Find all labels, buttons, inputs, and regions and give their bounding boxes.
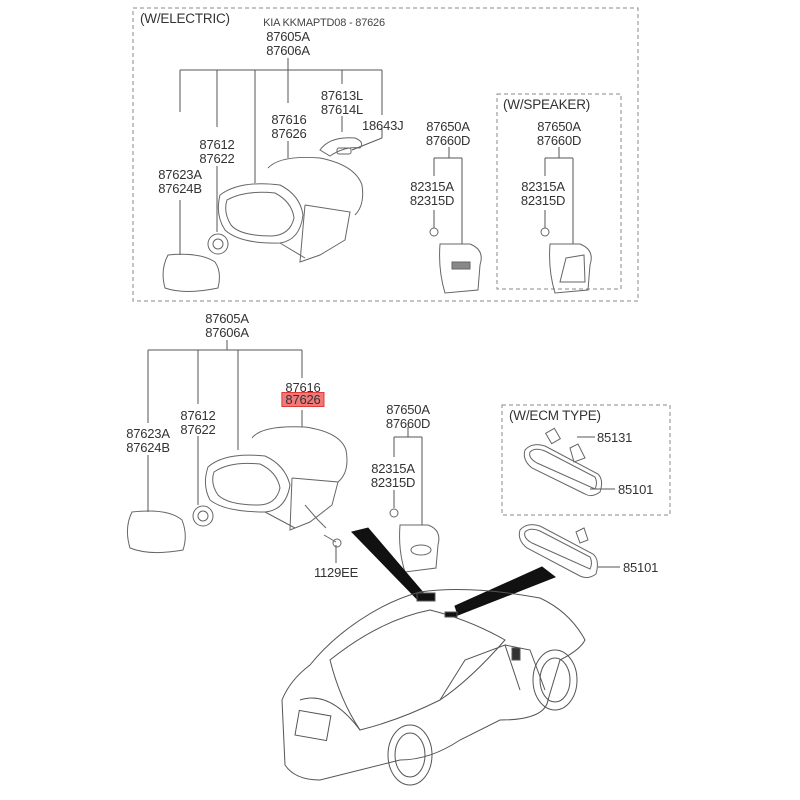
bottom-actuator-label-1[interactable]: 87612	[180, 408, 216, 423]
speaker-garnish-label-2[interactable]: 87660D	[536, 133, 582, 148]
speaker-group-box	[496, 93, 622, 290]
top-garnish-label-1[interactable]: 87650A	[426, 119, 470, 134]
top-actuator-label-2[interactable]: 87622	[199, 151, 235, 166]
speaker-garnish-label-1[interactable]: 87650A	[537, 119, 581, 134]
bottom-cover-label-highlighted[interactable]: 87626	[281, 392, 325, 407]
bottom-garnish-label-2[interactable]: 87660D	[385, 416, 431, 431]
pointer-band-left	[351, 527, 427, 601]
speaker-group-title: (W/SPEAKER)	[503, 97, 591, 112]
inside-mirror	[518, 524, 598, 579]
ecm-connector-label[interactable]: 85131	[597, 430, 633, 445]
top-leader-lines	[179, 58, 574, 255]
top-garnish	[439, 243, 482, 294]
top-bulb	[336, 147, 352, 155]
electric-group-box	[132, 7, 639, 302]
bottom-leader-lines	[147, 340, 620, 568]
top-mirror-glass	[162, 253, 220, 292]
top-clip-label-2[interactable]: 82315D	[409, 193, 455, 208]
bottom-actuator	[192, 505, 214, 527]
bottom-cover-label-1[interactable]: 87616	[285, 380, 321, 395]
ecm-group-title: (W/ECM TYPE)	[509, 408, 601, 423]
speaker-garnish	[549, 243, 592, 294]
top-side-lamp	[319, 137, 363, 157]
ecm-group-box	[501, 404, 671, 516]
top-actuator	[207, 233, 229, 255]
top-lamp-label-1[interactable]: 87613L	[320, 88, 364, 103]
top-assembly-label-1[interactable]: 87605A	[266, 29, 310, 44]
bottom-mirror-glass	[126, 510, 186, 554]
top-glass-label-2[interactable]: 87624B	[158, 181, 202, 196]
bottom-bolt	[323, 534, 342, 548]
watermark: KIA KKMAPTD08 - 87626	[263, 17, 385, 29]
bottom-assembly-label-2[interactable]: 87606A	[205, 325, 249, 340]
top-clip-label-1[interactable]: 82315A	[410, 179, 454, 194]
top-mirror-housing	[217, 157, 364, 263]
ecm-connector	[544, 427, 562, 445]
bottom-glass-label-1[interactable]: 87623A	[126, 426, 170, 441]
top-assembly-label-2[interactable]: 87606A	[266, 43, 310, 58]
speaker-clip-label-2[interactable]: 82315D	[520, 193, 566, 208]
ecm-mirror-label[interactable]: 85101	[618, 482, 654, 497]
bottom-assembly-label-1[interactable]: 87605A	[205, 311, 249, 326]
top-clip	[429, 227, 439, 237]
top-glass-label-1[interactable]: 87623A	[158, 167, 202, 182]
bottom-garnish-label-1[interactable]: 87650A	[386, 402, 430, 417]
top-lamp-label-2[interactable]: 87614L	[320, 102, 364, 117]
top-garnish-label-2[interactable]: 87660D	[425, 133, 471, 148]
bottom-mirror-housing	[204, 426, 348, 531]
pointer-band-right	[454, 566, 557, 616]
bottom-clip-label-1[interactable]: 82315A	[371, 461, 415, 476]
top-bulb-label[interactable]: 18643J	[362, 118, 404, 133]
bottom-actuator-label-2[interactable]: 87622	[180, 422, 216, 437]
ecm-mirror	[523, 443, 603, 497]
top-cover-label-1[interactable]: 87616	[271, 112, 307, 127]
inside-mirror-label[interactable]: 85101	[623, 560, 659, 575]
bottom-bolt-label[interactable]: 1129EE	[313, 565, 359, 580]
top-actuator-label-1[interactable]: 87612	[199, 137, 235, 152]
speaker-clip-label-1[interactable]: 82315A	[521, 179, 565, 194]
car-illustration	[281, 589, 586, 786]
bottom-glass-label-2[interactable]: 87624B	[126, 440, 170, 455]
top-cover-label-2[interactable]: 87626	[271, 126, 307, 141]
electric-group-title: (W/ELECTRIC)	[140, 11, 230, 26]
speaker-clip	[540, 227, 550, 237]
bottom-clip	[389, 508, 399, 518]
bottom-clip-label-2[interactable]: 82315D	[370, 475, 416, 490]
bottom-garnish	[399, 524, 440, 573]
